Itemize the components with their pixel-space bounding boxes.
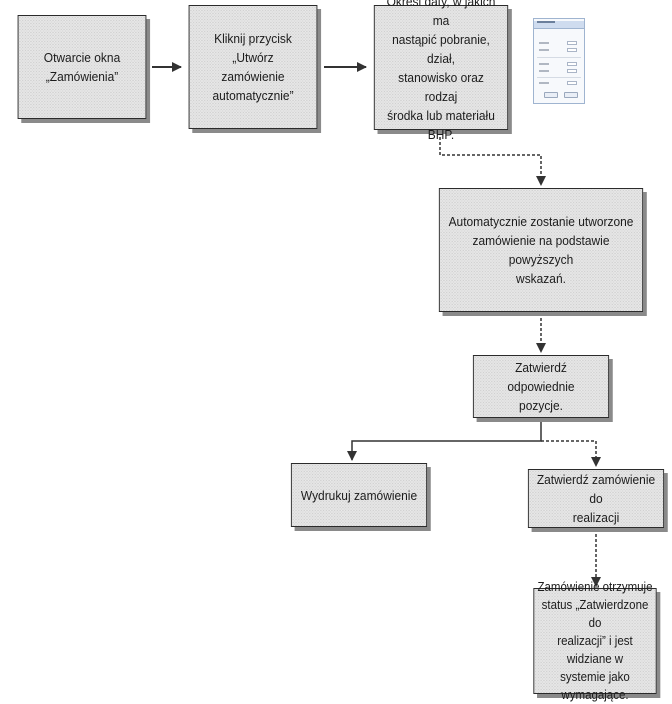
- step-text-line: Określ daty, w jakich ma: [386, 0, 496, 28]
- step-text-line: realizacji” i jest widziane w: [557, 634, 633, 666]
- step-text-line: zamówienie na podstawie powyższych: [472, 233, 610, 267]
- step-text-line: systemie jako wymagające.: [560, 670, 630, 702]
- arrow-dates-to-auto: [439, 132, 546, 186]
- arrow-confirm-items-to-print: [347, 418, 542, 461]
- step-text-line: realizacji: [572, 510, 620, 525]
- step-confirm-items: Zatwierdź odpowiednie pozycje.: [472, 355, 610, 418]
- step-text-line: „Zamówienia”: [45, 69, 119, 84]
- step-text-line: Wydrukuj zamówienie: [300, 487, 418, 503]
- step-text-line: pozycje.: [519, 398, 563, 413]
- step-text-line: Zatwierdź zamówienie do: [536, 472, 656, 506]
- dialog-screenshot-icon: [533, 18, 585, 104]
- step-text-line: Zatwierdź odpowiednie: [507, 360, 575, 394]
- step-text-line: wskazań.: [516, 271, 566, 286]
- step-confirm-order: Zatwierdź zamówienie do realizacji: [527, 469, 665, 528]
- step-text-line: status „Zatwierdzone do: [541, 598, 649, 630]
- step-status: Zamówienie otrzymuje status „Zatwierdzon…: [533, 580, 657, 702]
- arrow-confirm-items-to-confirm-order: [541, 440, 601, 467]
- step-text-line: stanowisko oraz rodzaj: [398, 69, 484, 104]
- step-text-line: Kliknij przycisk „Utwórz: [214, 31, 292, 65]
- step-auto-created: Automatycznie zostanie utworzone zamówie…: [438, 188, 644, 312]
- step-text-line: Automatycznie zostanie utworzone: [448, 214, 634, 229]
- step-text-line: automatycznie”: [212, 88, 294, 103]
- step-text-line: środka lub materiału BHP.: [387, 107, 495, 142]
- step-text-line: zamówienie: [221, 69, 285, 84]
- step-click-button: Kliknij przycisk „Utwórz zamówienie auto…: [188, 5, 318, 129]
- step-print-order: Wydrukuj zamówienie: [290, 463, 428, 527]
- step-set-dates: Określ daty, w jakich ma nastąpić pobran…: [373, 0, 509, 142]
- step-text-line: Zamówienie otrzymuje: [537, 580, 653, 594]
- step-text-line: nastąpić pobranie, dział,: [392, 31, 490, 66]
- step-open-window: Otwarcie okna „Zamówienia”: [17, 15, 147, 119]
- step-text-line: Otwarcie okna: [43, 50, 121, 65]
